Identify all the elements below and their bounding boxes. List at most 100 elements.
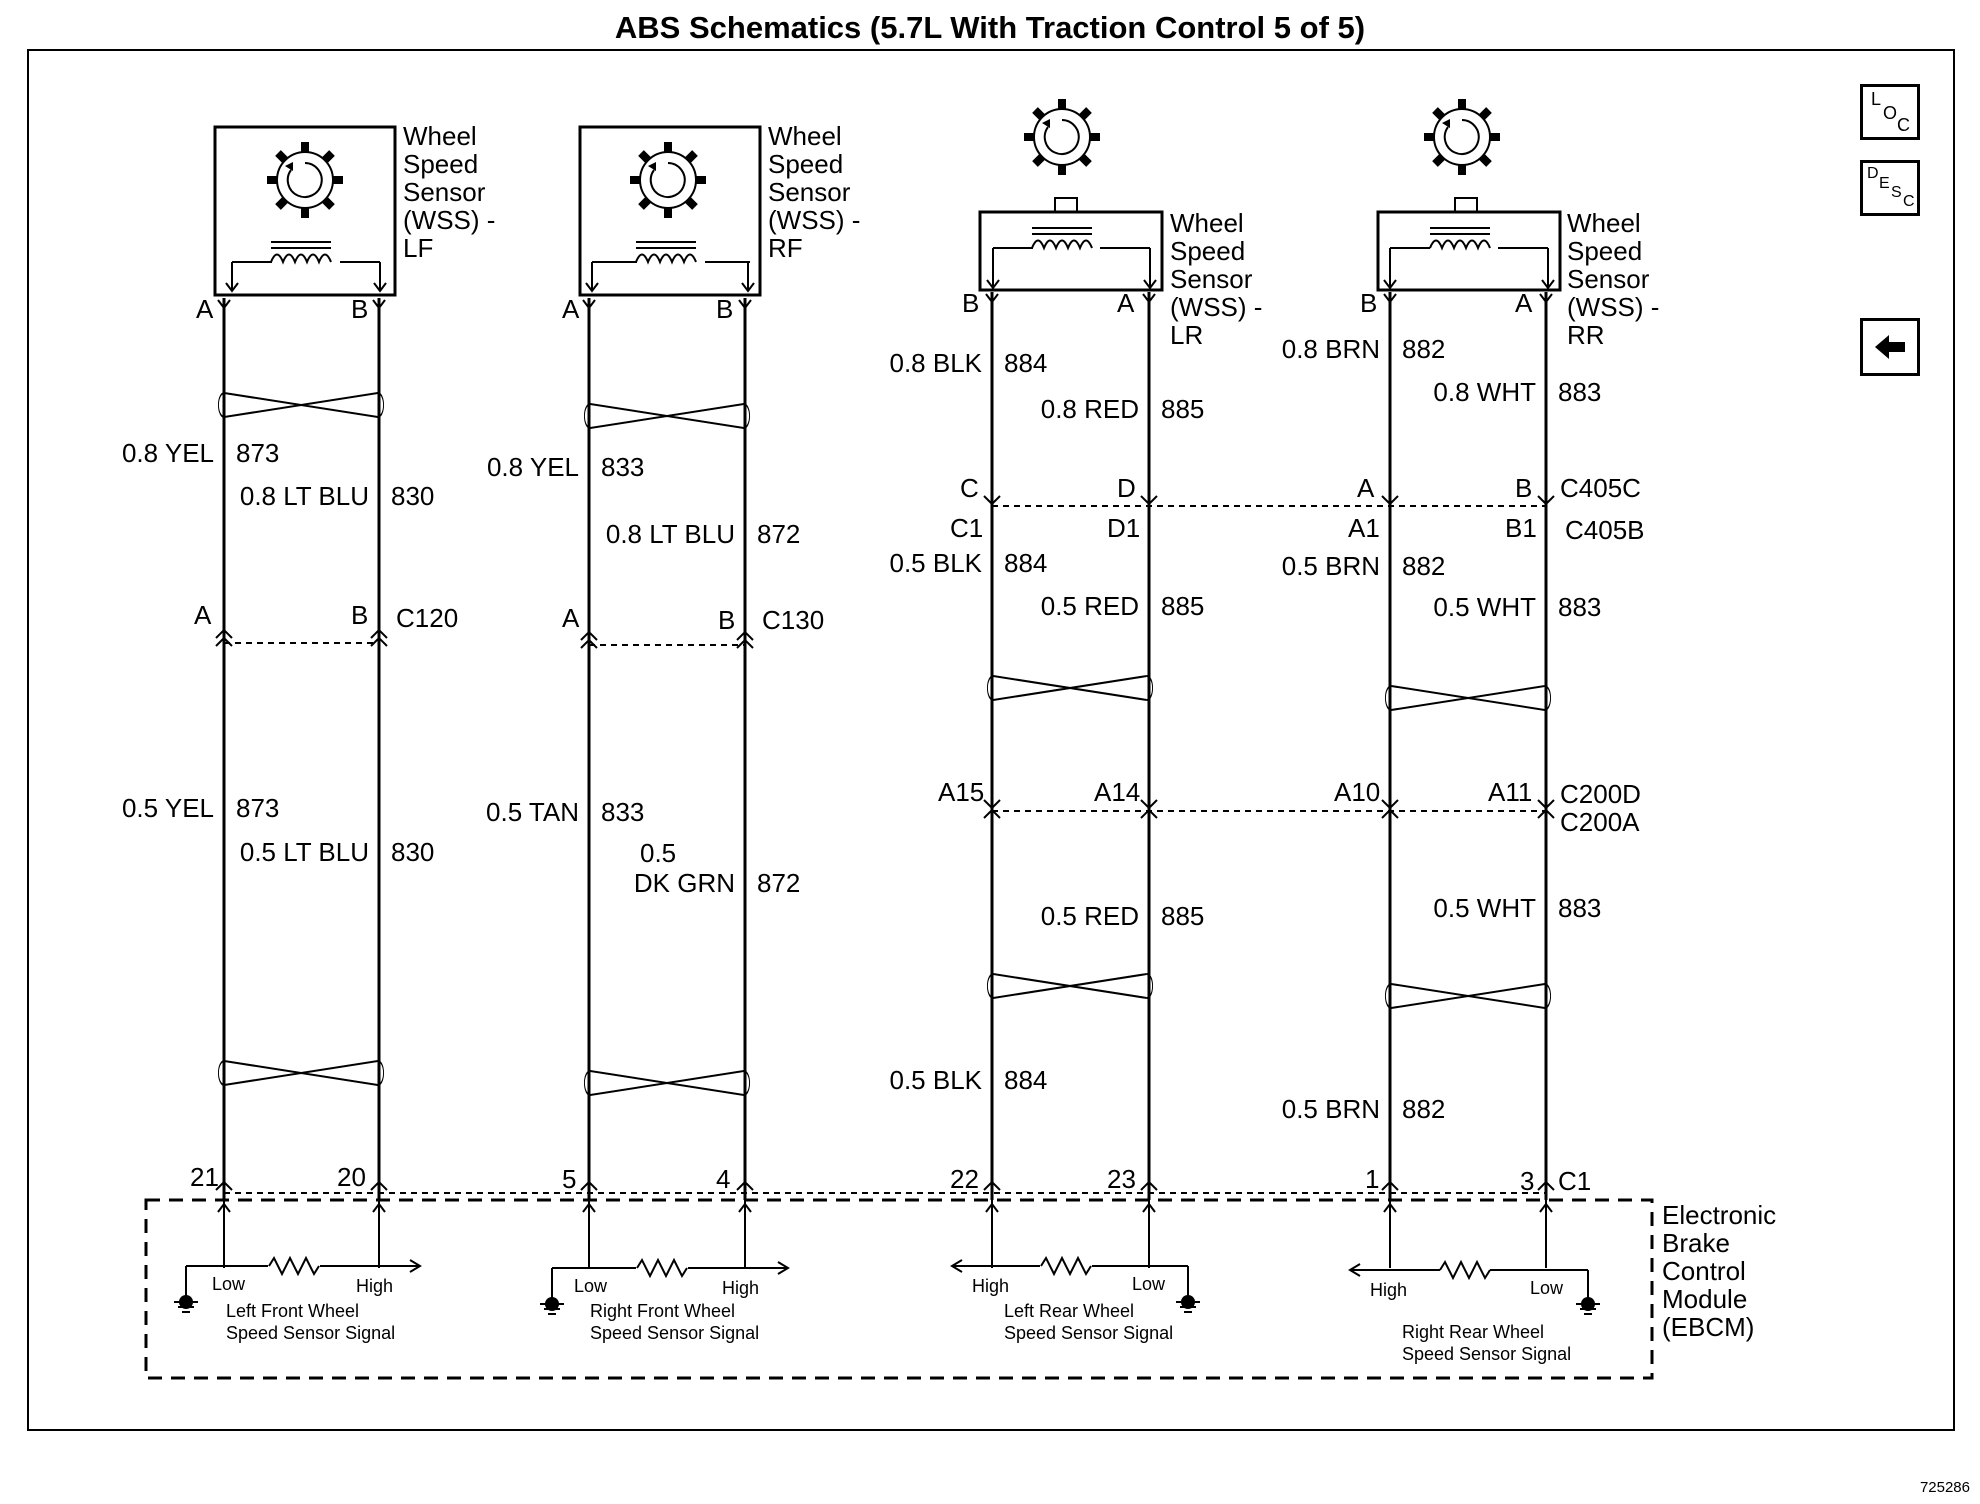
ebcm-rf-signal1: Right Front Wheel <box>590 1301 735 1321</box>
c405c-pin-d: D <box>1117 473 1136 503</box>
rr-low-b-gauge: 0.5 BRN <box>1282 1094 1380 1124</box>
c130-pin-a: A <box>562 603 580 633</box>
ebcm-line3: Control <box>1662 1256 1746 1286</box>
twisted-pair-icon <box>217 1060 385 1086</box>
c1-pin-5: 5 <box>562 1164 576 1194</box>
ebcm-lr-signal1: Left Rear Wheel <box>1004 1301 1134 1321</box>
back-button[interactable] <box>1860 318 1920 376</box>
wire-labels: 0.8 YEL 873 0.8 LT BLU 830 0.5 YEL 873 0… <box>122 334 1601 1124</box>
ebcm-rr-signal1: Right Rear Wheel <box>1402 1322 1544 1342</box>
wires <box>217 292 1553 1200</box>
sensor-lf-line5: LF <box>403 233 433 263</box>
c405b-name: C405B <box>1565 515 1645 545</box>
resistor-icon <box>1040 1257 1092 1275</box>
lr-upper-b-circuit: 884 <box>1004 348 1047 378</box>
rr-upper-b-gauge: 0.8 BRN <box>1282 334 1380 364</box>
lf-lower-a-circuit: 873 <box>236 793 279 823</box>
rr-upper-a-gauge: 0.8 WHT <box>1433 377 1536 407</box>
c130-name: C130 <box>762 605 824 635</box>
lf-upper-a-gauge: 0.8 YEL <box>122 438 214 468</box>
c1-pin-23: 23 <box>1107 1164 1136 1194</box>
lr-low-a-circuit: 885 <box>1161 901 1204 931</box>
connector-c405: C D A B C405C C1 D1 A1 B1 C405B <box>950 473 1645 545</box>
twisted-pair-icon <box>1384 685 1552 711</box>
lf-upper-b-gauge: 0.8 LT BLU <box>240 481 369 511</box>
wss-lr: Wheel Speed Sensor (WSS) - LR B A <box>962 99 1262 350</box>
ground-icon <box>539 1289 565 1315</box>
c405b-pin-a1: A1 <box>1348 513 1380 543</box>
lf-upper-b-circuit: 830 <box>391 481 434 511</box>
desc-letter-s: S <box>1891 184 1902 201</box>
sensor-lr-line1: Wheel <box>1170 208 1244 238</box>
rf-lower-a-gauge: 0.5 TAN <box>486 797 579 827</box>
ebcm-rf-signal2: Speed Sensor Signal <box>590 1323 759 1343</box>
lf-lower-b-gauge: 0.5 LT BLU <box>240 837 369 867</box>
c120-pin-b: B <box>351 600 368 630</box>
rr-mid-b-gauge: 0.5 BRN <box>1282 551 1380 581</box>
rr-upper-a-circuit: 883 <box>1558 377 1601 407</box>
document-id: 725286 <box>1919 1479 1970 1496</box>
c405b-pin-c1: C1 <box>950 513 983 543</box>
twisted-pair-icon <box>1384 983 1552 1009</box>
sensor-rf-line2: Speed <box>768 149 843 179</box>
rf-term-a: A <box>562 294 580 324</box>
ground-icon <box>173 1287 199 1313</box>
ground-icon <box>1575 1289 1601 1315</box>
sensor-lf-line2: Speed <box>403 149 478 179</box>
lr-upper-a-circuit: 885 <box>1161 394 1204 424</box>
c130-pin-b: B <box>718 605 735 635</box>
twisted-pair-icon <box>986 675 1154 701</box>
sensor-lr-line2: Speed <box>1170 236 1245 266</box>
twisted-pair-icon <box>583 1070 751 1096</box>
lr-tone-wheel-icon <box>1024 99 1100 175</box>
connector-c200: A15 A14 A10 A11 C200D C200A <box>938 777 1641 837</box>
loc-button[interactable]: L O C <box>1860 84 1920 140</box>
ebcm-lr-signal2: Speed Sensor Signal <box>1004 1323 1173 1343</box>
ebcm-lf-low: Low <box>212 1274 246 1294</box>
resistor-icon <box>268 1257 320 1275</box>
sensor-rr-line1: Wheel <box>1567 208 1641 238</box>
lr-low-b-gauge: 0.5 BLK <box>889 1065 982 1095</box>
ebcm-rf-low: Low <box>574 1276 608 1296</box>
rr-tone-wheel-icon <box>1424 99 1500 175</box>
desc-button[interactable]: D E S C <box>1860 160 1920 216</box>
lf-upper-a-circuit: 873 <box>236 438 279 468</box>
sensor-rf-line1: Wheel <box>768 121 842 151</box>
ebcm-line2: Brake <box>1662 1228 1730 1258</box>
sensor-rr-line3: Sensor <box>1567 264 1650 294</box>
c1-pin-4: 4 <box>716 1164 730 1194</box>
diagram-frame <box>27 49 1955 1431</box>
desc-letter-d: D <box>1867 165 1879 182</box>
twisted-pair-icon <box>217 392 385 418</box>
rf-lower-b-circuit: 872 <box>757 868 800 898</box>
sensor-lf-line1: Wheel <box>403 121 477 151</box>
desc-letter-e: E <box>1879 175 1890 192</box>
c405c-name: C405C <box>1560 473 1641 503</box>
lr-low-b-circuit: 884 <box>1004 1065 1047 1095</box>
twisted-pair-icon <box>583 403 751 429</box>
wss-rf: Wheel Speed Sensor (WSS) - RF A B <box>562 121 860 324</box>
c405c-pin-a: A <box>1357 473 1375 503</box>
c200-pin-a11: A11 <box>1488 777 1532 807</box>
sensor-lf-line4: (WSS) - <box>403 205 495 235</box>
ebcm-rr-signal2: Speed Sensor Signal <box>1402 1344 1571 1364</box>
left-arrow-icon <box>1875 335 1905 359</box>
ground-icon <box>1175 1287 1201 1313</box>
c200a-name: C200A <box>1560 807 1640 837</box>
rf-lower-b-gauge1: 0.5 <box>640 838 676 868</box>
ebcm-line5: (EBCM) <box>1662 1312 1754 1342</box>
lr-term-b: B <box>962 288 979 318</box>
rr-low-b-circuit: 882 <box>1402 1094 1445 1124</box>
lf-lower-b-circuit: 830 <box>391 837 434 867</box>
lr-term-a: A <box>1117 288 1135 318</box>
lf-lower-a-gauge: 0.5 YEL <box>122 793 214 823</box>
loc-letter-l: L <box>1871 89 1882 109</box>
ebcm-lf-high: High <box>356 1276 393 1296</box>
c200-pin-a14: A14 <box>1094 777 1140 807</box>
resistor-icon <box>1439 1261 1491 1279</box>
lr-low-a-gauge: 0.5 RED <box>1041 901 1139 931</box>
c1-pin-3: 3 <box>1520 1166 1534 1196</box>
lr-mid-b-gauge: 0.5 BLK <box>889 548 982 578</box>
c200-pin-a10: A10 <box>1334 777 1380 807</box>
